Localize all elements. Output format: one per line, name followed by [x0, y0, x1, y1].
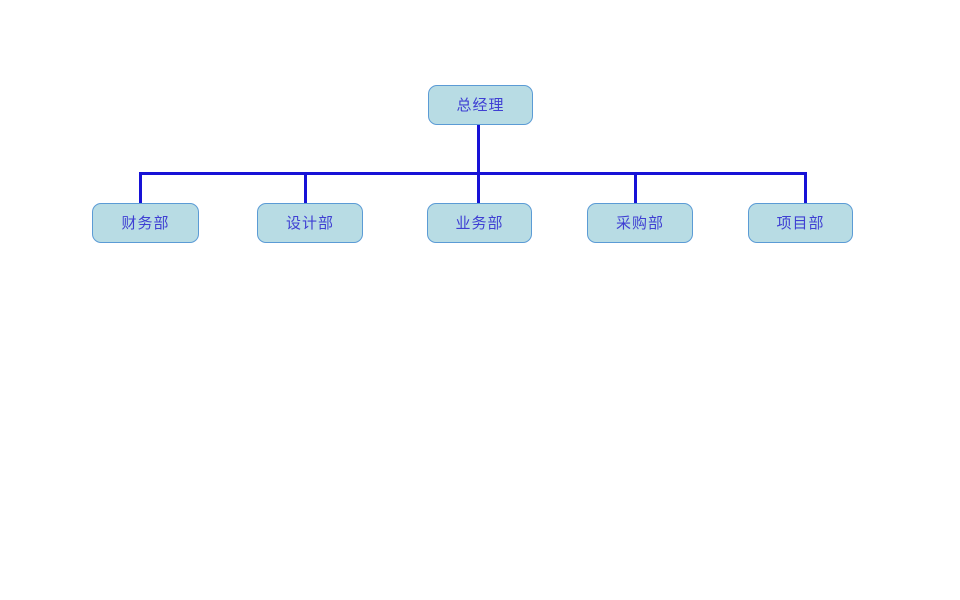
connector-stub-procurement [634, 174, 637, 203]
org-node-procurement-dept[interactable]: 采购部 [587, 203, 693, 243]
connector-stub-project [804, 174, 807, 203]
org-node-project-dept[interactable]: 项目部 [748, 203, 853, 243]
org-node-design-dept[interactable]: 设计部 [257, 203, 363, 243]
org-node-finance-dept[interactable]: 财务部 [92, 203, 199, 243]
connector-horizontal-rail [139, 172, 807, 175]
connector-stub-finance [139, 174, 142, 203]
org-node-general-manager[interactable]: 总经理 [428, 85, 533, 125]
org-node-label: 设计部 [285, 214, 334, 232]
org-node-label: 业务部 [455, 214, 504, 232]
connector-stub-design [304, 174, 307, 203]
org-node-label: 总经理 [456, 96, 505, 114]
org-node-business-dept[interactable]: 业务部 [427, 203, 532, 243]
org-node-label: 项目部 [776, 214, 825, 232]
org-node-label: 财务部 [121, 214, 170, 232]
connector-root-vertical [477, 125, 480, 203]
org-node-label: 采购部 [615, 214, 664, 232]
